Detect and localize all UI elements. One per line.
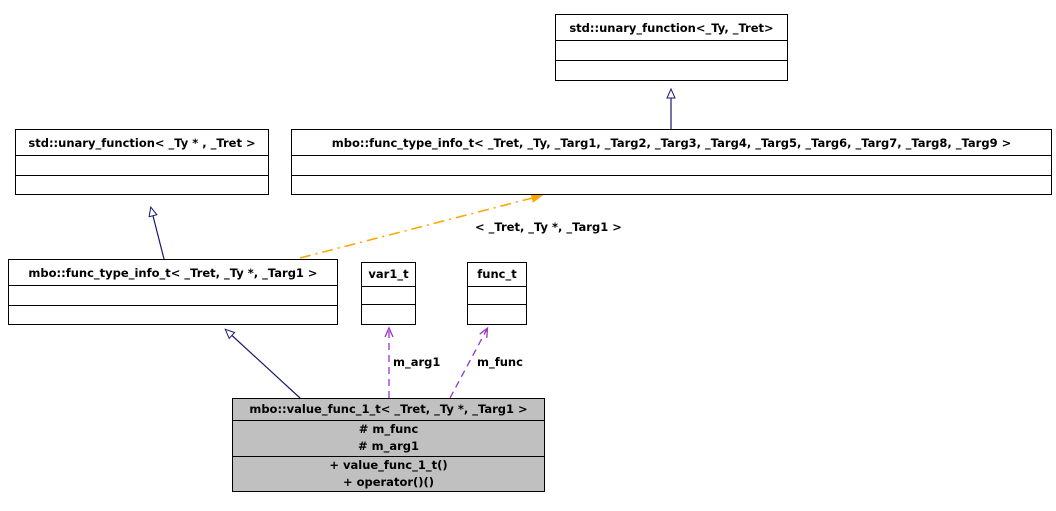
class-attribute-item: # m_arg1 [357, 439, 420, 454]
class-attributes-section: # m_func # m_arg1 [233, 419, 544, 456]
edge-label-m-arg1: m_arg1 [393, 355, 441, 369]
class-attributes-section [9, 285, 337, 304]
class-node-mbo-value-func-1-t[interactable]: mbo::value_func_1_t< _Tret, _Ty *, _Targ… [232, 398, 545, 492]
class-method-item: + value_func_1_t() [329, 457, 448, 472]
class-node-std-unary-function-typtr-tret[interactable]: std::unary_function< _Ty * , _Tret > [15, 129, 269, 195]
class-methods-section [468, 304, 526, 324]
class-attributes-section [362, 285, 415, 305]
class-methods-section [556, 59, 787, 80]
class-node-var1-t[interactable]: var1_t [361, 262, 416, 325]
edge-inheritance-value-to-spec [224, 328, 301, 399]
class-node-mbo-func-type-info-t-spec[interactable]: mbo::func_type_info_t< _Tret, _Ty *, _Ta… [8, 259, 338, 325]
class-methods-section: + value_func_1_t() + operator()() [233, 455, 544, 491]
class-methods-section [9, 304, 337, 324]
class-node-mbo-func-type-info-t-full[interactable]: mbo::func_type_info_t< _Tret, _Ty, _Targ… [291, 129, 1052, 195]
class-title: mbo::value_func_1_t< _Tret, _Ty *, _Targ… [249, 402, 528, 417]
class-title: func_t [477, 267, 517, 282]
class-attributes-section [556, 40, 787, 59]
class-method-item: + operator()() [342, 474, 435, 489]
edge-label-template-binding: < _Tret, _Ty *, _Targ1 > [475, 220, 622, 234]
class-title: var1_t [368, 267, 409, 282]
class-attributes-section [16, 155, 268, 174]
class-node-func-t[interactable]: func_t [467, 262, 527, 325]
class-title: std::unary_function<_Ty, _Tret> [569, 20, 774, 35]
class-title: std::unary_function< _Ty * , _Tret > [28, 135, 256, 150]
class-title: mbo::func_type_info_t< _Tret, _Ty *, _Ta… [28, 265, 318, 280]
edge-inheritance-spec-to-unaryptr [148, 205, 165, 260]
class-node-std-unary-function-ty-tret[interactable]: std::unary_function<_Ty, _Tret> [555, 14, 788, 81]
class-attribute-item: # m_func [358, 422, 419, 437]
class-title: mbo::func_type_info_t< _Tret, _Ty, _Targ… [331, 135, 1012, 150]
class-attributes-section [292, 155, 1051, 174]
class-methods-section [16, 174, 268, 194]
class-methods-section [362, 304, 415, 324]
class-methods-section [292, 174, 1051, 194]
edge-label-m-func: m_func [477, 355, 523, 369]
class-attributes-section [468, 285, 526, 305]
